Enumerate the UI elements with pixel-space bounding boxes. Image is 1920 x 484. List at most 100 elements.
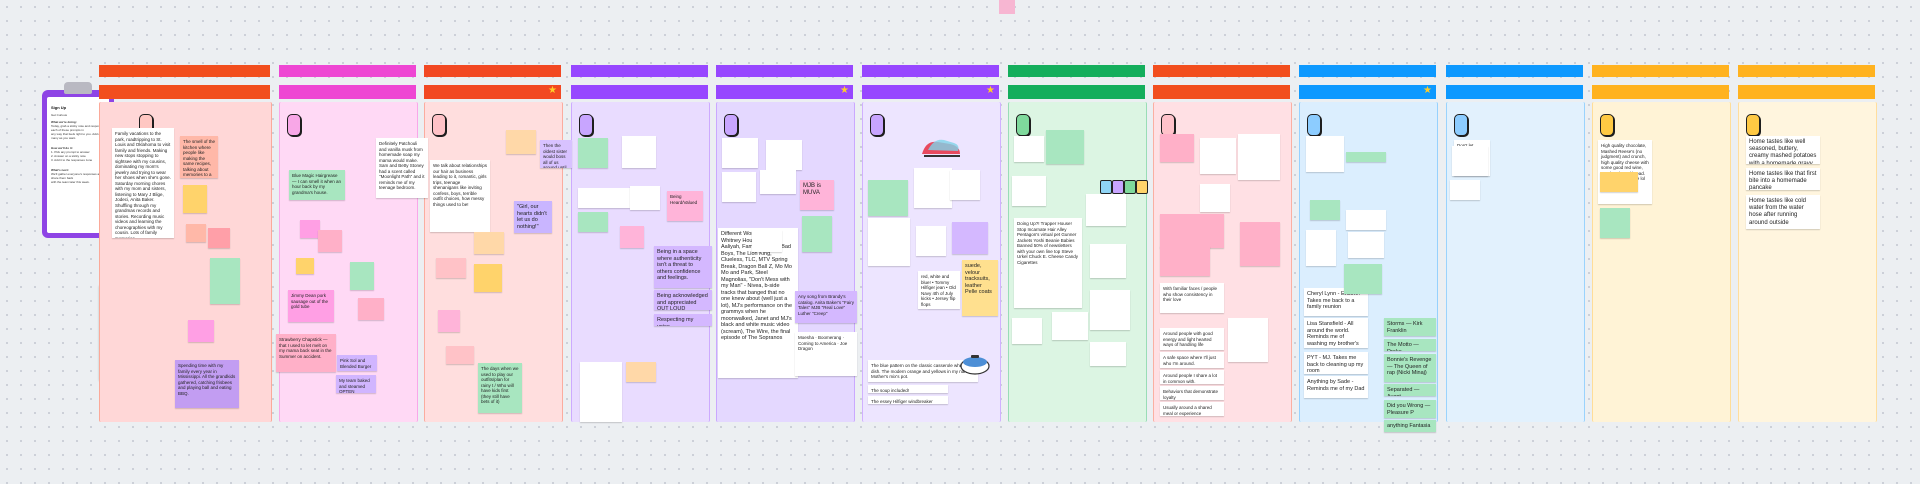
sticky-note-placeholder[interactable] (208, 228, 230, 248)
sticky-note-placeholder[interactable] (916, 226, 946, 256)
sticky-note[interactable]: Definitely Patchouli and vanilla musk fr… (376, 138, 428, 198)
sticky-note-placeholder[interactable] (1348, 232, 1384, 258)
sticky-note-placeholder[interactable] (578, 138, 608, 168)
sticky-note[interactable]: Being acknowledged and appreciated OUT L… (654, 290, 712, 310)
sticky-note-placeholder[interactable] (1012, 176, 1046, 206)
sticky-note[interactable]: Home tastes like cold water from the wat… (1746, 195, 1820, 229)
sticky-note-placeholder[interactable] (622, 136, 656, 168)
sticky-note-placeholder[interactable] (1600, 172, 1638, 192)
prompt-question[interactable] (1592, 85, 1729, 99)
sticky-note-placeholder[interactable] (188, 320, 214, 342)
sticky-note[interactable]: Any song from Brandy's catalog. Anita Ba… (795, 291, 857, 323)
sticky-note-placeholder[interactable] (1450, 180, 1480, 200)
sticky-note[interactable]: Pink Sol and Blended Burger (337, 355, 377, 371)
sticky-note[interactable]: A safe space where I'll just who I'm aro… (1160, 352, 1224, 368)
sticky-note-placeholder[interactable] (1012, 318, 1042, 344)
sticky-note-placeholder[interactable] (1160, 214, 1224, 248)
sticky-note-placeholder[interactable] (620, 226, 644, 248)
sticky-note-placeholder[interactable] (1200, 138, 1236, 174)
sticky-note-placeholder[interactable] (914, 168, 952, 208)
sticky-note[interactable]: PYT - MJ. Takes me back to cleaning up m… (1304, 352, 1368, 374)
sticky-note-placeholder[interactable] (802, 216, 832, 252)
sticky-note[interactable]: Doing Up?! Trapper House! Stop Incarnate… (1014, 218, 1082, 308)
sticky-note-placeholder[interactable] (1160, 134, 1194, 162)
sticky-note[interactable]: MJB is MUVA (800, 180, 834, 210)
sticky-note[interactable]: Anything by Sade - Reminds me of my Dad (1304, 376, 1368, 398)
sticky-note-placeholder[interactable] (296, 258, 314, 274)
sticky-note[interactable]: Being in a space where authenticity isn'… (654, 246, 712, 288)
prompt-question[interactable] (1299, 85, 1436, 99)
sticky-note-placeholder[interactable] (1240, 222, 1280, 266)
sticky-note-placeholder[interactable] (1200, 184, 1230, 212)
sticky-note[interactable]: Blue Magic Hairgrease — I can smell it w… (289, 170, 345, 200)
sticky-note-placeholder[interactable] (1346, 152, 1386, 162)
sticky-note-placeholder[interactable] (1310, 200, 1340, 220)
sticky-note-placeholder[interactable] (1600, 208, 1630, 238)
prompt-question[interactable] (279, 85, 416, 99)
sticky-note-placeholder[interactable] (630, 186, 660, 210)
sticky-note[interactable]: The essey Hilfiger windbreaker pattern (868, 396, 948, 404)
prompt-question[interactable] (862, 85, 999, 99)
sticky-note-placeholder[interactable] (626, 362, 656, 382)
sticky-note[interactable]: anything Fantasia (1384, 420, 1436, 432)
prompt-question[interactable] (571, 85, 708, 99)
sticky-note-placeholder[interactable] (1160, 246, 1210, 276)
sticky-note[interactable]: Family vacations to the park, roadtrippi… (112, 128, 174, 238)
sticky-note-placeholder[interactable] (1046, 130, 1084, 164)
prompt-question[interactable] (1446, 85, 1583, 99)
sticky-note[interactable]: suede, velour tracksuits, leather Pelle … (962, 260, 998, 316)
prompt-question[interactable] (1008, 85, 1145, 99)
sticky-note-placeholder[interactable] (474, 264, 502, 292)
sticky-note-placeholder[interactable] (722, 138, 758, 168)
sticky-note[interactable]: Then the oldest sister would boss all of… (540, 140, 572, 168)
sticky-note[interactable]: Lisa Stansfield - All around the world. … (1304, 318, 1368, 348)
prompt-question[interactable] (716, 85, 853, 99)
sticky-note-preview[interactable] (999, 0, 1015, 14)
sticky-note[interactable]: Being Heard/Valued (667, 191, 703, 221)
sticky-note[interactable]: The days when we used to play our outfit… (478, 363, 522, 413)
sticky-note-placeholder[interactable] (358, 298, 384, 320)
prompt-question[interactable] (1738, 85, 1875, 99)
sticky-note[interactable]: Storms — Kirk Franklin (1384, 318, 1436, 336)
sticky-note-placeholder[interactable] (952, 222, 988, 254)
prompt-question[interactable] (1153, 85, 1290, 99)
sticky-note[interactable]: Bonnie's Revenge — The Queen of rap (Nic… (1384, 354, 1436, 382)
sticky-note-placeholder[interactable] (578, 188, 630, 208)
sticky-note[interactable]: We talk about relationships our hair as … (430, 160, 490, 232)
sticky-note[interactable]: red, white and blue! • Tommy Hilfiger je… (918, 271, 960, 309)
sticky-note[interactable]: Around people with good energy and light… (1160, 328, 1224, 350)
sticky-note[interactable]: Behaviors that demonstrate loyalty (1160, 386, 1224, 400)
sticky-note-placeholder[interactable] (1452, 146, 1488, 176)
sticky-note-placeholder[interactable] (1228, 318, 1268, 362)
sticky-note-placeholder[interactable] (1090, 342, 1126, 366)
sticky-note-placeholder[interactable] (183, 185, 207, 213)
sticky-note[interactable]: The smell of the kitchen where people li… (180, 136, 218, 178)
sticky-note[interactable]: "Girl, our hearts didn't let us do nothi… (514, 201, 552, 233)
sticky-note[interactable]: Around people I share a lot in common wi… (1160, 370, 1224, 384)
sticky-note-placeholder[interactable] (474, 232, 504, 254)
sticky-note-placeholder[interactable] (1346, 210, 1386, 230)
sticky-note[interactable]: The blue pattern on the classic casserol… (868, 360, 978, 382)
sticky-note-placeholder[interactable] (1090, 244, 1126, 278)
sticky-note-placeholder[interactable] (506, 130, 536, 154)
sticky-note[interactable]: My team baked and steamed OPTEN (336, 375, 376, 393)
sticky-note-placeholder[interactable] (438, 310, 460, 332)
sticky-note-placeholder[interactable] (350, 262, 374, 290)
sticky-note-placeholder[interactable] (446, 346, 474, 364)
prompt-question[interactable] (99, 85, 270, 99)
sticky-note-placeholder[interactable] (1238, 134, 1280, 180)
sticky-note[interactable]: Home tastes like well seasoned, buttery,… (1746, 136, 1820, 164)
sticky-note[interactable]: Jimmy Dean pork sausage out of the gold … (288, 290, 334, 322)
sticky-note-placeholder[interactable] (578, 212, 608, 232)
sticky-note[interactable]: Separated — Avant (1384, 384, 1436, 396)
sticky-note-placeholder[interactable] (210, 258, 240, 304)
sticky-note-placeholder[interactable] (580, 362, 622, 422)
sticky-note-placeholder[interactable] (868, 180, 908, 216)
sticky-note-placeholder[interactable] (766, 140, 802, 170)
sticky-note[interactable]: Did you Wrong — Pleasure P (1384, 400, 1436, 418)
sticky-note[interactable]: Moesha · Boomerang · Coming to America ·… (795, 332, 857, 376)
sticky-note-placeholder[interactable] (1086, 194, 1126, 226)
sticky-note-placeholder[interactable] (760, 170, 796, 194)
sticky-note-placeholder[interactable] (950, 170, 980, 200)
sticky-note-placeholder[interactable] (722, 172, 756, 202)
